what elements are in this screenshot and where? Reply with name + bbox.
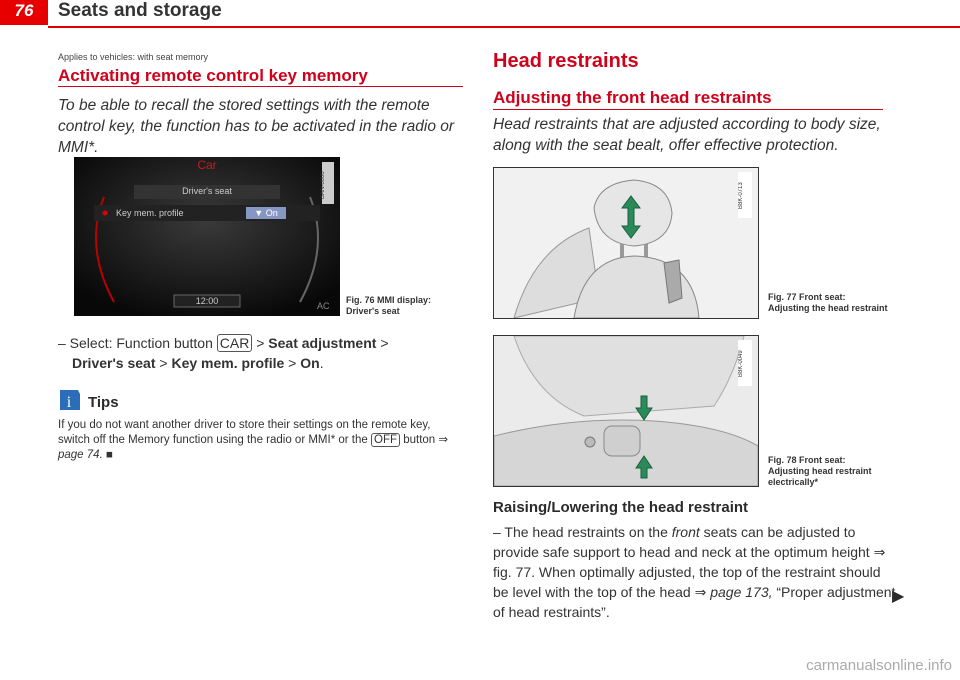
header-rule [48,26,960,28]
tips-label: Tips [88,394,119,411]
screen-title: Car [197,158,217,172]
instruction-step-head-restraint: – The head restraints on the front seats… [493,524,896,620]
continue-arrow-icon: ▶ [892,588,905,605]
page-number-tab [0,0,48,25]
figure-caption-78: Fig. 78 Front seat: Adjusting head restr… [768,455,872,487]
intro-text-head-restraints: Head restraints that are adjusted accord… [493,116,881,154]
page-number: 76 [14,1,34,20]
figure-code: B8K-0713 [738,182,744,210]
ac-label: AC [317,301,330,311]
head-restraint-figure: B8K-0713 [493,167,759,319]
svg-text:i: i [67,394,72,411]
instruction-step: – Select: Function button CAR > Seat adj… [58,334,389,371]
figure-code: BAN-0000 [320,171,326,199]
car-button-label: CAR [216,334,253,352]
tips-text: If you do not want another driver to sto… [58,419,449,461]
off-button-label: OFF [371,433,400,447]
chapter-title: Seats and storage [58,0,222,21]
intro-text: To be able to recall the stored settings… [58,97,455,156]
menu-value: ▼ On [254,208,278,218]
subsection-title-front-head-restraints: Adjusting the front head restraints [493,88,772,107]
info-icon: i [58,388,82,412]
mmi-display-figure: Car Driver's seat Key mem. profile ▼ On … [74,157,340,316]
menu-item: Key mem. profile [116,208,184,218]
applies-note: Applies to vehicles: with seat memory [58,52,209,62]
section-title-head-restraints: Head restraints [493,50,639,72]
page-reference: ⇒ page 74. [58,434,449,461]
clock: 12:00 [195,296,219,306]
figure-caption-77: Fig. 77 Front seat: Adjusting the head r… [768,292,888,313]
menu-header: Driver's seat [182,186,232,196]
section-title-remote-key: Activating remote control key memory [58,66,368,85]
figure-code: B8K-0049 [738,350,744,378]
section-rule [58,86,463,87]
figure-caption-76: Fig. 76 MMI display: Driver's seat [346,295,432,316]
subsection-rule [493,109,883,110]
page-reference: ⇒ page 173, [694,584,773,600]
electric-head-restraint-figure: B8K-0049 [493,335,759,487]
watermark: carmanualsonline.info [806,657,952,674]
raising-lowering-title: Raising/Lowering the head restraint [493,499,749,516]
